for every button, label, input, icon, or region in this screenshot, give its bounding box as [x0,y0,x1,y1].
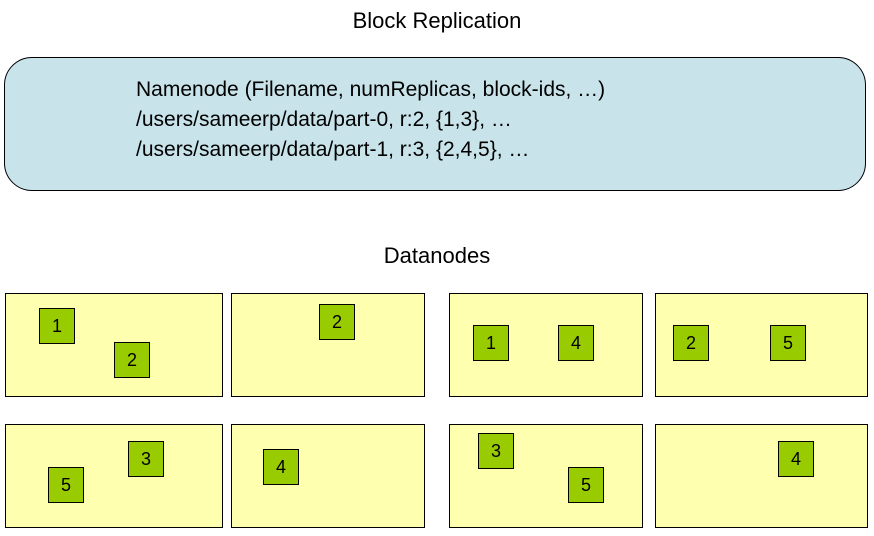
datanodes-heading: Datanodes [383,243,491,268]
block-5: 5 [568,467,604,503]
namenode-file-line-1: /users/sameerp/data/part-0, r:2, {1,3}, … [136,108,512,131]
block-5: 5 [770,325,806,361]
namenode-file-line-2: /users/sameerp/data/part-1, r:3, {2,4,5}… [136,138,530,161]
block-1: 1 [39,308,75,344]
namenode-box: Namenode (Filename, numReplicas, block-i… [4,57,866,191]
diagram-title: Block Replication [352,8,522,33]
block-1: 1 [473,325,509,361]
block-2: 2 [319,304,355,340]
block-3: 3 [478,433,514,469]
block-5: 5 [48,467,84,503]
block-3: 3 [128,441,164,477]
namenode-header-line: Namenode (Filename, numReplicas, block-i… [136,78,606,101]
namenode-text: Namenode (Filename, numReplicas, block-i… [136,75,605,165]
block-2: 2 [673,325,709,361]
datanode-box-6: 4 [231,424,425,528]
block-4: 4 [558,325,594,361]
datanode-box-8: 4 [655,424,868,528]
block-4: 4 [778,441,814,477]
datanode-box-2: 2 [231,293,425,397]
block-2: 2 [114,342,150,378]
block-4: 4 [263,449,299,485]
